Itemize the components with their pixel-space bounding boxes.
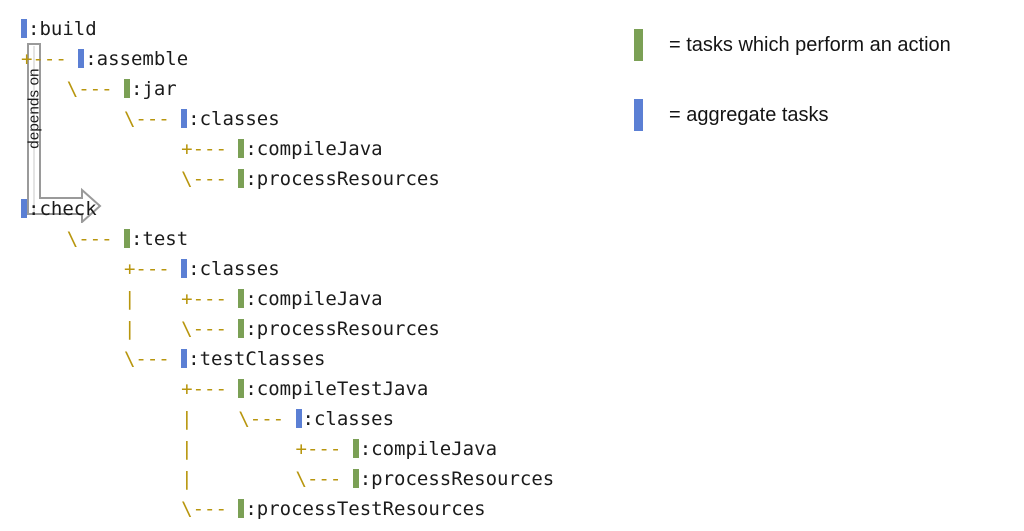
task-name[interactable]: :compileJava xyxy=(245,288,383,310)
tree-row: \--- :processResources xyxy=(21,164,621,194)
tree-connector: | \--- xyxy=(21,468,353,490)
tree-row: +--- :assemble xyxy=(21,44,621,74)
aggregate-task-marker xyxy=(181,349,188,368)
tree-row: :check xyxy=(21,194,621,224)
task-name[interactable]: :classes xyxy=(188,108,280,130)
tree-connector: \--- xyxy=(21,168,239,190)
task-dependency-tree: :build +--- :assemble \--- :jar \--- :cla… xyxy=(21,14,621,524)
task-name[interactable]: :testClasses xyxy=(188,348,326,370)
action-task-marker xyxy=(238,139,245,158)
action-task-marker xyxy=(238,499,245,518)
tree-connector: +--- xyxy=(21,378,239,400)
tree-row: \--- :test xyxy=(21,224,621,254)
task-name[interactable]: :processResources xyxy=(245,168,440,190)
aggregate-task-marker xyxy=(295,409,302,428)
action-task-marker xyxy=(238,319,245,338)
legend: = tasks which perform an action = aggrega… xyxy=(634,28,1014,168)
task-name[interactable]: :jar xyxy=(130,78,177,100)
tree-row: | \--- :processResources xyxy=(21,464,621,494)
aggregate-task-marker xyxy=(78,49,85,68)
legend-swatch-aggregate xyxy=(634,99,643,131)
tree-connector: \--- xyxy=(21,348,182,370)
tree-connector: +--- xyxy=(21,138,239,160)
action-task-marker xyxy=(352,439,359,458)
tree-row: +--- :compileTestJava xyxy=(21,374,621,404)
task-name[interactable]: :test xyxy=(130,228,189,250)
tree-row: \--- :processTestResources xyxy=(21,494,621,524)
aggregate-task-marker xyxy=(21,199,27,218)
tree-row: | +--- :compileJava xyxy=(21,284,621,314)
tree-row: +--- :classes xyxy=(21,254,621,284)
action-task-marker xyxy=(238,379,245,398)
tree-connector: +--- xyxy=(21,48,79,70)
legend-label: = aggregate tasks xyxy=(669,103,829,126)
task-name[interactable]: :processResources xyxy=(245,318,440,340)
task-name[interactable]: :compileJava xyxy=(245,138,383,160)
task-name[interactable]: :processTestResources xyxy=(245,498,486,520)
tree-row: | \--- :classes xyxy=(21,404,621,434)
action-task-marker xyxy=(238,169,245,188)
tree-row: \--- :classes xyxy=(21,104,621,134)
action-task-marker xyxy=(238,289,245,308)
action-task-marker xyxy=(123,229,130,248)
tree-connector: +--- xyxy=(21,258,182,280)
tree-connector: \--- xyxy=(21,498,239,520)
tree-row: | +--- :compileJava xyxy=(21,434,621,464)
tree-row: | \--- :processResources xyxy=(21,314,621,344)
task-name[interactable]: :compileTestJava xyxy=(245,378,429,400)
task-name[interactable]: :classes xyxy=(188,258,280,280)
action-task-marker xyxy=(352,469,359,488)
tree-connector: \--- xyxy=(21,228,124,250)
legend-item: = aggregate tasks xyxy=(634,98,1014,132)
tree-row: \--- :testClasses xyxy=(21,344,621,374)
task-name[interactable]: :processResources xyxy=(359,468,555,490)
tree-connector: | \--- xyxy=(21,408,296,430)
legend-label: = tasks which perform an action xyxy=(669,33,951,56)
tree-connector: | \--- xyxy=(21,318,239,340)
tree-connector: | +--- xyxy=(21,438,353,460)
task-name[interactable]: :check xyxy=(28,198,97,220)
tree-connector: \--- xyxy=(21,78,124,100)
tree-connector: | +--- xyxy=(21,288,239,310)
task-name[interactable]: :build xyxy=(28,18,97,40)
action-task-marker xyxy=(123,79,130,98)
tree-row: :build xyxy=(21,14,621,44)
tree-row: \--- :jar xyxy=(21,74,621,104)
task-name[interactable]: :assemble xyxy=(85,48,189,70)
tree-connector: \--- xyxy=(21,108,182,130)
aggregate-task-marker xyxy=(21,19,27,38)
aggregate-task-marker xyxy=(181,259,188,278)
legend-item: = tasks which perform an action xyxy=(634,28,1014,62)
aggregate-task-marker xyxy=(181,109,188,128)
legend-swatch-action xyxy=(634,29,643,61)
task-name[interactable]: :classes xyxy=(302,408,395,430)
tree-row: +--- :compileJava xyxy=(21,134,621,164)
task-name[interactable]: :compileJava xyxy=(359,438,498,460)
